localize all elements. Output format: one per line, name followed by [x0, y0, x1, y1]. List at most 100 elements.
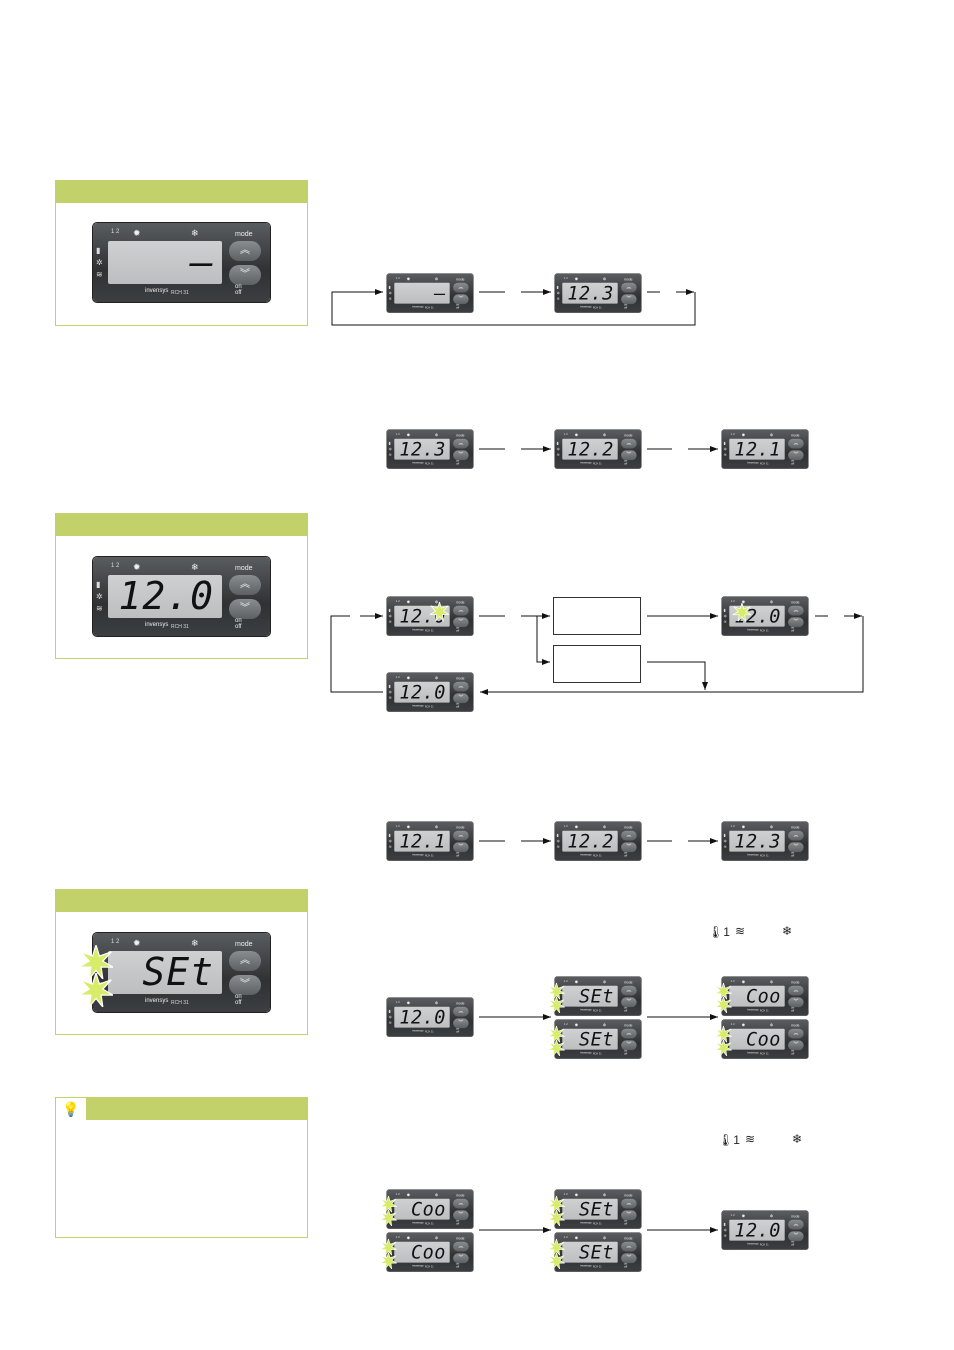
sun-icon: ✹	[406, 1235, 411, 1241]
off-label: off	[235, 290, 242, 296]
down-button[interactable]: ︾	[621, 294, 637, 305]
up-button[interactable]: ︽	[229, 575, 261, 595]
up-button[interactable]: ︽	[621, 438, 637, 449]
up-button[interactable]: ︽	[788, 605, 804, 616]
snowflake-icon: ❄	[769, 599, 774, 605]
up-button[interactable]: ︽	[453, 438, 469, 449]
on-label: on	[456, 1027, 460, 1031]
up-button[interactable]: ︽	[788, 1219, 804, 1230]
brand-logo: invensys	[580, 461, 592, 465]
down-button[interactable]: ︾	[788, 997, 804, 1008]
down-button[interactable]: ︾	[453, 693, 469, 704]
down-button[interactable]: ︾	[453, 294, 469, 305]
up-button[interactable]: ︽	[453, 830, 469, 841]
down-button[interactable]: ︾	[621, 1253, 637, 1264]
down-button[interactable]: ︾	[453, 1210, 469, 1221]
up-button[interactable]: ︽	[621, 1241, 637, 1252]
down-button[interactable]: ︾	[621, 1210, 637, 1221]
fan-icon: ✲	[388, 614, 392, 619]
down-button[interactable]: ︾	[788, 450, 804, 461]
off-label: off	[624, 1222, 628, 1226]
mode-label: mode	[456, 1001, 465, 1006]
down-button[interactable]: ︾	[788, 1231, 804, 1242]
down-button[interactable]: ︾	[621, 997, 637, 1008]
output-numbers: 1 2	[730, 599, 735, 603]
model-label: RCH 31	[424, 1265, 434, 1269]
down-button[interactable]: ︾	[229, 975, 261, 995]
up-button[interactable]: ︽	[229, 951, 261, 971]
down-button[interactable]: ︾	[621, 842, 637, 853]
up-button[interactable]: ︽	[621, 830, 637, 841]
status-icons: ▮✲≋	[723, 608, 726, 625]
down-button[interactable]: ︾	[621, 1040, 637, 1051]
down-button[interactable]: ︾	[229, 599, 261, 619]
up-button[interactable]: ︽	[788, 985, 804, 996]
down-button[interactable]: ︾	[453, 1018, 469, 1029]
controller-display: 1 2 ✹ ❄ mode ▮✲≋ Coo ︽ ︾ invensys RCH 31…	[380, 1233, 474, 1272]
down-button[interactable]: ︾	[621, 450, 637, 461]
up-button[interactable]: ︽	[229, 241, 261, 261]
up-button[interactable]: ︽	[453, 1241, 469, 1252]
thermostat-icon: ▮	[556, 285, 559, 290]
up-button[interactable]: ︽	[621, 1198, 637, 1209]
output-numbers: 1 2	[563, 1192, 568, 1196]
down-button[interactable]: ︾	[788, 842, 804, 853]
up-button[interactable]: ︽	[453, 681, 469, 692]
up-button[interactable]: ︽	[453, 1006, 469, 1017]
output-numbers: 1 2	[563, 979, 568, 983]
thermostat-icon: ▮	[556, 833, 559, 838]
down-button[interactable]: ︾	[453, 842, 469, 853]
up-button[interactable]: ︽	[621, 282, 637, 293]
down-button[interactable]: ︾	[453, 450, 469, 461]
sun-icon: ✹	[406, 675, 411, 681]
fan-icon: ✲	[723, 839, 727, 844]
up-button[interactable]: ︽	[621, 1028, 637, 1039]
down-button[interactable]: ︾	[788, 1040, 804, 1051]
down-button[interactable]: ︾	[788, 617, 804, 628]
flash-indicator-icon	[429, 601, 450, 622]
down-button[interactable]: ︾	[229, 265, 261, 285]
up-button[interactable]: ︽	[788, 1028, 804, 1039]
model-label: RCH 31	[759, 462, 769, 466]
on-label: on	[791, 626, 795, 630]
mode-label: mode	[235, 565, 253, 572]
up-button[interactable]: ︽	[453, 605, 469, 616]
up-button[interactable]: ︽	[621, 985, 637, 996]
down-button[interactable]: ︾	[453, 617, 469, 628]
sun-icon: ✹	[741, 432, 746, 438]
lcd-screen: 12.0	[108, 575, 222, 618]
brand-logo: invensys	[412, 1029, 424, 1033]
up-button[interactable]: ︽	[453, 282, 469, 293]
up-button[interactable]: ︽	[453, 1198, 469, 1209]
on-label: on	[624, 1219, 628, 1223]
thermostat-icon: ▮	[723, 1222, 726, 1227]
down-button[interactable]: ︾	[453, 1253, 469, 1264]
display-value: 12.1	[399, 830, 446, 852]
up-button[interactable]: ︽	[788, 438, 804, 449]
up-button[interactable]: ︽	[788, 830, 804, 841]
